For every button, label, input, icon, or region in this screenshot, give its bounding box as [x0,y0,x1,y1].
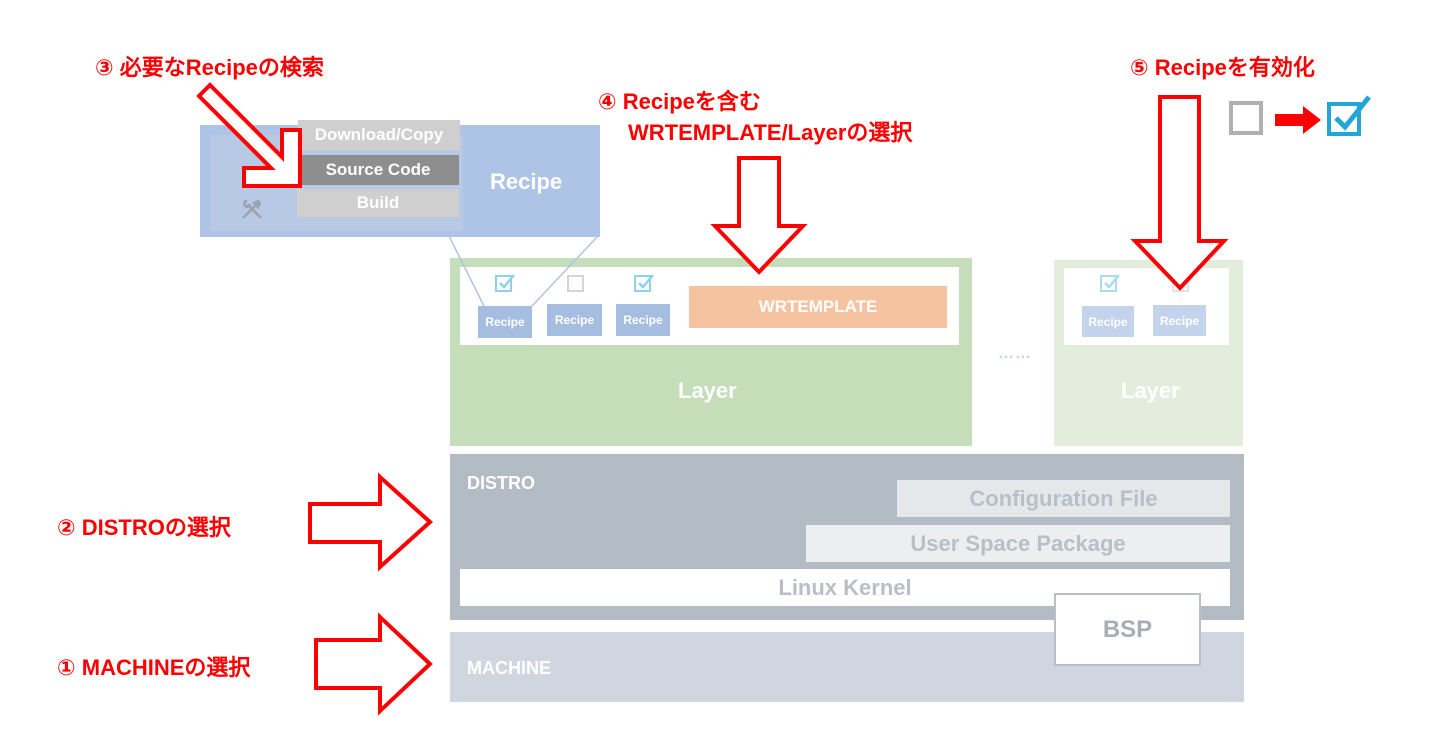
checked-checkbox-icon [1326,94,1374,143]
recipe-box[interactable]: Recipe [547,304,602,336]
layer-main-label: Layer [678,378,737,403]
checked-checkbox-icon[interactable] [494,272,516,294]
step2-arrow-icon [308,472,433,572]
build-button[interactable]: Build [297,189,459,217]
recipe-box[interactable]: Recipe [478,306,532,338]
recipe-box[interactable]: Recipe [616,304,670,336]
arrow-right-icon [1275,106,1321,139]
unchecked-checkbox-icon [1228,100,1264,141]
tools-icon [240,197,264,226]
step3-arrow-icon [196,82,302,188]
unchecked-checkbox-icon[interactable] [565,272,587,294]
recipe-box[interactable]: Recipe [1153,305,1206,336]
checked-checkbox-icon[interactable] [633,272,655,294]
source-code-button[interactable]: Source Code [297,155,459,185]
layer-secondary-label: Layer [1121,378,1180,403]
ellipsis: …… [998,345,1032,362]
step3-label: ③ 必要なRecipeの検索 [95,55,324,80]
machine-label: MACHINE [467,658,551,678]
step5-label: ⑤ Recipeを有効化 [1130,55,1315,80]
bsp-box[interactable]: BSP [1054,593,1201,666]
distro-label: DISTRO [467,473,536,493]
configuration-file-box[interactable]: Configuration File [897,480,1230,517]
recipe-panel-title: Recipe [490,169,563,194]
download-copy-button[interactable]: Download/Copy [298,120,460,150]
step2-label: ② DISTROの選択 [57,515,231,540]
callout-lines [445,230,599,307]
step1-label: ① MACHINEの選択 [57,655,251,680]
step4-label-line2: WRTEMPLATE/Layerの選択 [628,120,913,145]
step4-arrow-icon [710,156,808,275]
step4-label-line1: ④ Recipeを含む [598,89,761,114]
step1-arrow-icon [314,612,433,716]
user-space-package-box[interactable]: User Space Package [806,525,1230,562]
recipe-box[interactable]: Recipe [1082,306,1134,337]
step5-arrow-icon [1130,95,1229,291]
wrtemplate-box[interactable]: WRTEMPLATE [689,286,947,328]
checked-checkbox-icon[interactable] [1099,272,1121,294]
